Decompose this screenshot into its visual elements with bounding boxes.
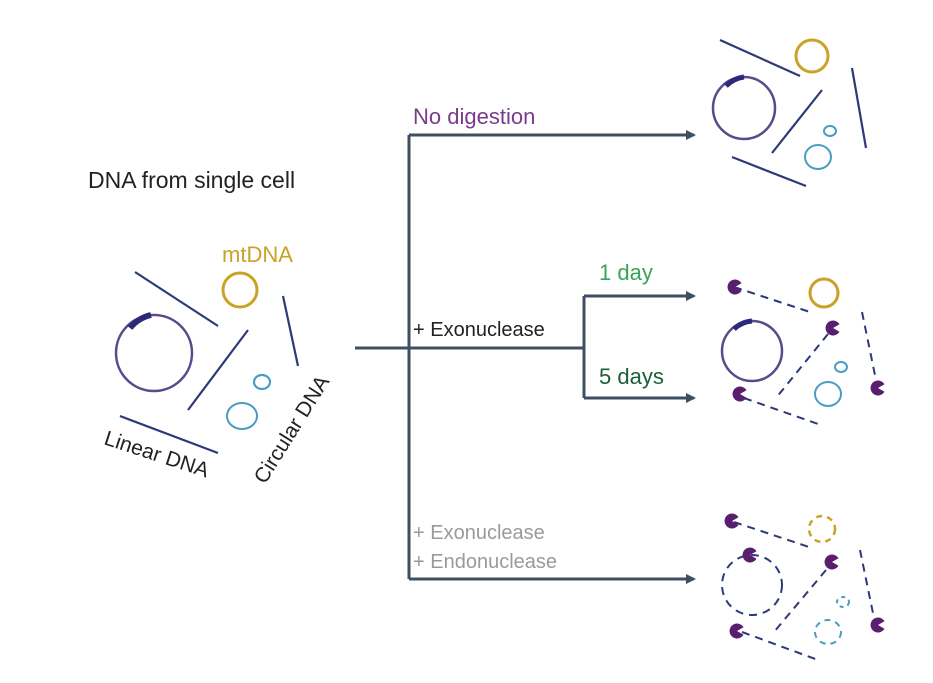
enzyme-icon <box>742 547 757 563</box>
digested-linear-dna <box>733 521 813 549</box>
exo-endo-label-line2: + Endonuclease <box>413 551 557 573</box>
small-circular-dna <box>804 144 832 170</box>
digested-small-circular-dna <box>814 619 842 645</box>
enzyme-icon <box>870 380 885 396</box>
result-exonuclease <box>720 277 885 425</box>
enzyme-icon <box>724 513 739 529</box>
result-no-digestion <box>711 38 868 188</box>
digested-linear-dna <box>741 631 819 661</box>
digested-linear-dna <box>733 286 811 313</box>
small-circular-dna <box>823 125 837 137</box>
source-title: DNA from single cell <box>88 167 295 193</box>
small-circular-dna <box>226 402 258 430</box>
mtdna-label: mtDNA <box>222 242 293 267</box>
linear-dna-strand <box>281 295 300 367</box>
linear-dna-strand <box>719 38 801 78</box>
source-dna-group: DNA from single cell mtDNA Linear DNA Ci… <box>88 167 334 488</box>
linear-dna-strand <box>134 271 219 327</box>
result-exo-endo <box>721 513 885 661</box>
mtdna-circle <box>808 277 840 309</box>
circular-dna-band <box>724 74 745 88</box>
enzyme-icon <box>824 554 839 570</box>
enzyme-icon <box>825 320 840 336</box>
enzyme-icon <box>729 623 744 639</box>
circular-dna-band <box>732 318 753 331</box>
enzyme-icon <box>727 279 742 295</box>
circular-dna-loop <box>720 319 784 383</box>
small-circular-dna <box>814 381 842 407</box>
branch-connectors <box>355 130 696 584</box>
exo-endo-label-line1: + Exonuclease <box>413 522 545 544</box>
linear-dna-strand <box>731 155 807 188</box>
linear-dna-strand <box>771 89 823 154</box>
digested-linear-dna <box>775 333 829 399</box>
no-digestion-label: No digestion <box>413 104 535 129</box>
enzyme-icon <box>732 386 747 402</box>
digested-linear-dna <box>859 549 875 619</box>
linear-dna-label: Linear DNA <box>101 427 211 482</box>
enzyme-icon <box>870 617 885 633</box>
linear-dna-strand <box>187 329 249 411</box>
small-circular-dna <box>252 373 272 391</box>
small-circular-dna <box>834 361 848 373</box>
digested-small-circular-dna <box>836 596 850 608</box>
circular-dna-loop <box>711 75 777 141</box>
digested-linear-dna <box>861 311 877 381</box>
exonuclease-label: + Exonuclease <box>413 319 545 341</box>
digested-circular-dna <box>721 554 783 616</box>
mtdna-circle <box>221 271 259 309</box>
circular-dna-band <box>127 312 152 331</box>
one-day-label: 1 day <box>599 260 653 285</box>
linear-dna-strand <box>850 67 868 149</box>
linear-dna-strand <box>119 414 219 455</box>
digested-mtdna <box>807 514 837 544</box>
five-days-label: 5 days <box>599 364 664 389</box>
mtdna-circle <box>794 38 830 74</box>
digested-linear-dna <box>743 397 819 425</box>
circular-dna-loop <box>114 313 194 393</box>
